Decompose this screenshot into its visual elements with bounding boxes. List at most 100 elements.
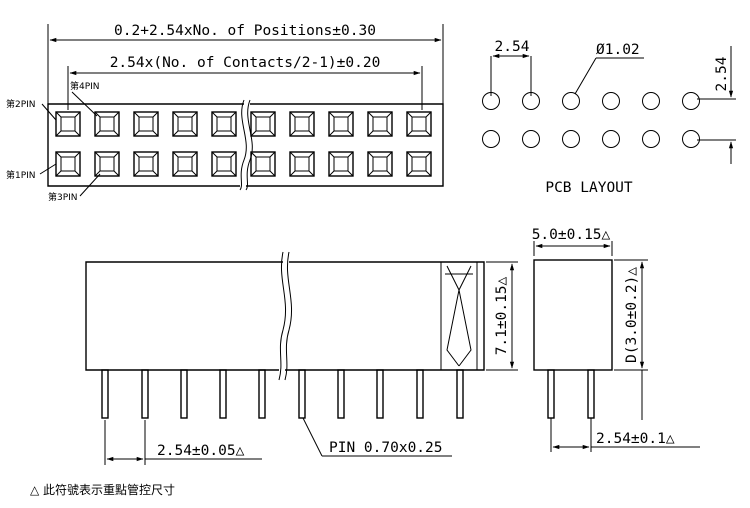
contact-bevel bbox=[367, 111, 374, 118]
contact-outer bbox=[55, 111, 81, 137]
end-detail bbox=[440, 261, 478, 371]
contact-cell bbox=[211, 151, 237, 177]
pin3-leader bbox=[79, 173, 101, 197]
contact-bevel bbox=[425, 130, 432, 137]
pcb-pitch-x-text: 2.54 bbox=[495, 39, 530, 55]
pcb-hole bbox=[482, 130, 500, 148]
pin3-label: 第3PIN bbox=[48, 191, 78, 203]
body-left bbox=[85, 261, 283, 371]
contact-bevel bbox=[328, 170, 335, 177]
pin1-leader bbox=[39, 163, 57, 175]
pin2-label: 第2PIN bbox=[6, 98, 36, 110]
contact-cell bbox=[94, 151, 120, 177]
contact-bevel bbox=[133, 130, 140, 137]
contact-bevel bbox=[152, 130, 159, 137]
contact-bevel bbox=[172, 170, 179, 177]
contact-outer bbox=[250, 111, 276, 137]
contact-bevel bbox=[191, 111, 198, 118]
contact-bevel bbox=[230, 111, 237, 118]
pin2-leader bbox=[41, 103, 57, 121]
front-pin bbox=[141, 369, 149, 419]
contact-outer bbox=[289, 111, 315, 137]
contact-bevel bbox=[308, 130, 315, 137]
front-pin bbox=[101, 369, 109, 419]
contact-bevel bbox=[386, 111, 393, 118]
contact-bevel bbox=[308, 170, 315, 177]
pcb-hole bbox=[602, 130, 620, 148]
contact-bevel bbox=[55, 151, 62, 158]
contact-inner bbox=[216, 116, 232, 132]
contact-outer bbox=[133, 111, 159, 137]
side-view: 5.0±0.15△ D(3.0±0.2)△ 2.54±0.1△ bbox=[532, 227, 700, 452]
contact-inner bbox=[99, 156, 115, 172]
contact-bevel bbox=[113, 111, 120, 118]
pcb-hole bbox=[642, 92, 660, 110]
pcb-hole bbox=[642, 130, 660, 148]
contact-inner bbox=[372, 116, 388, 132]
side-pin-right bbox=[587, 369, 595, 419]
side-width-text: 5.0±0.15△ bbox=[532, 227, 611, 243]
pcb-hole bbox=[562, 92, 580, 110]
contact-bevel bbox=[191, 151, 198, 158]
contact-inner bbox=[294, 156, 310, 172]
pcb-hole bbox=[562, 130, 580, 148]
pcb-layout: 2.54 Ø1.02 2.54 PCB LAYOUT bbox=[482, 39, 736, 196]
contact-bevel bbox=[367, 151, 374, 158]
contact-cell bbox=[406, 151, 432, 177]
contact-inner bbox=[294, 116, 310, 132]
contact-cell bbox=[367, 111, 393, 137]
front-pin bbox=[376, 369, 384, 419]
contact-cell bbox=[328, 151, 354, 177]
front-pin bbox=[456, 369, 464, 419]
contact-bevel bbox=[152, 151, 159, 158]
contact-bevel bbox=[269, 111, 276, 118]
contact-bevel bbox=[172, 130, 179, 137]
contact-inner bbox=[255, 116, 271, 132]
contact-bevel bbox=[328, 130, 335, 137]
contact-cell bbox=[133, 111, 159, 137]
contact-bevel bbox=[269, 130, 276, 137]
contact-bevel bbox=[425, 111, 432, 118]
contact-inner bbox=[138, 156, 154, 172]
contact-bevel bbox=[152, 170, 159, 177]
contact-bevel bbox=[191, 170, 198, 177]
contact-bevel bbox=[406, 111, 413, 118]
contact-bevel bbox=[250, 130, 257, 137]
pcb-hole bbox=[682, 130, 700, 148]
contact-inner bbox=[177, 116, 193, 132]
contact-bevel bbox=[55, 111, 62, 118]
contact-inner bbox=[60, 156, 76, 172]
contact-bevel bbox=[308, 151, 315, 158]
contact-cell bbox=[55, 111, 81, 137]
front-pin bbox=[219, 369, 227, 419]
contact-inner bbox=[333, 156, 349, 172]
contact-bevel bbox=[230, 130, 237, 137]
pcb-hole bbox=[602, 92, 620, 110]
contact-cell bbox=[211, 111, 237, 137]
contact-bevel bbox=[74, 111, 81, 118]
contact-bevel bbox=[94, 151, 101, 158]
contact-bevel bbox=[289, 151, 296, 158]
contact-inner bbox=[177, 156, 193, 172]
contact-bevel bbox=[74, 170, 81, 177]
contact-outer bbox=[328, 111, 354, 137]
contact-cell bbox=[94, 111, 120, 137]
contact-bevel bbox=[406, 170, 413, 177]
contact-outer bbox=[367, 151, 393, 177]
contact-bevel bbox=[55, 130, 62, 137]
contact-outer bbox=[406, 111, 432, 137]
contact-bevel bbox=[289, 111, 296, 118]
pin1-label: 第1PIN bbox=[6, 169, 36, 181]
contact-bevel bbox=[94, 130, 101, 137]
hole-dia-leader bbox=[574, 57, 597, 95]
contact-bevel bbox=[269, 170, 276, 177]
contact-cell bbox=[172, 111, 198, 137]
pcb-hole bbox=[522, 130, 540, 148]
contact-outer bbox=[328, 151, 354, 177]
contact-inner bbox=[255, 156, 271, 172]
contact-inner bbox=[411, 156, 427, 172]
pcb-hole bbox=[682, 92, 700, 110]
contact-outer bbox=[94, 111, 120, 137]
contact-bevel bbox=[367, 130, 374, 137]
break-line-2 bbox=[245, 99, 253, 191]
